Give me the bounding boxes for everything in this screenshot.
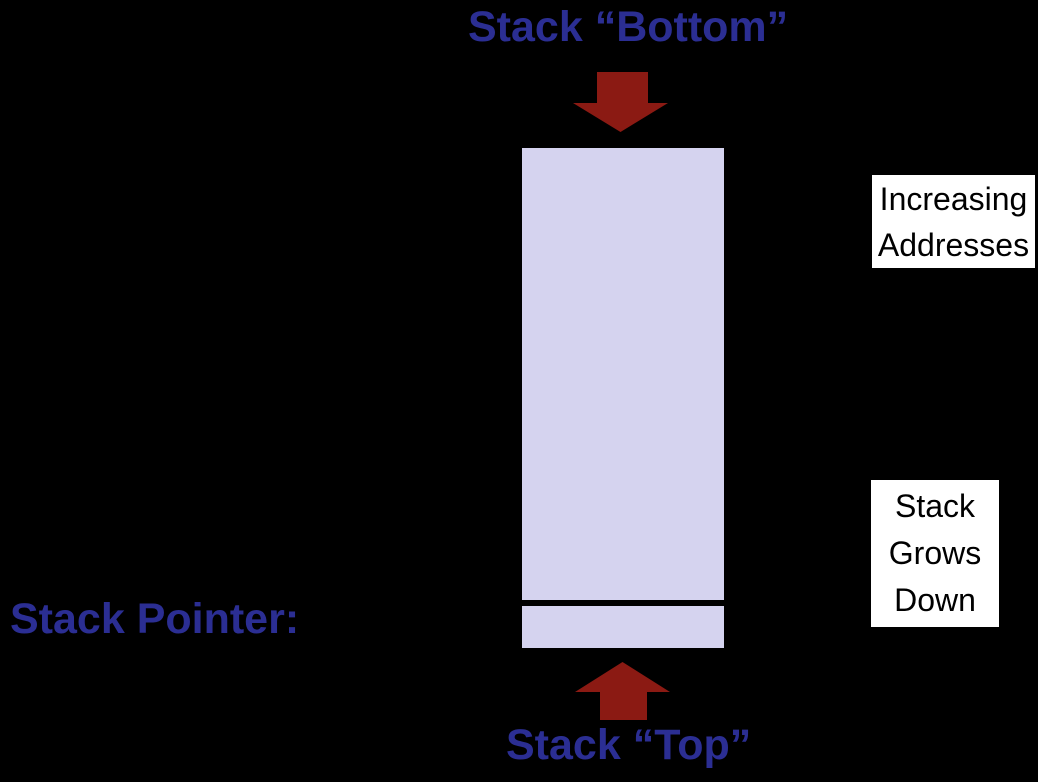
increasing-addresses-line2: Addresses — [877, 226, 1030, 263]
stack-memory-region — [522, 148, 724, 648]
stack-top-label: Stack “Top” — [506, 721, 752, 769]
up-arrow-icon — [575, 662, 670, 720]
stack-grows-line3: Down — [894, 582, 976, 618]
stack-grows-line1: Stack — [894, 488, 976, 524]
increasing-addresses-label: Increasing Addresses — [872, 175, 1035, 268]
stack-bottom-label: Stack “Bottom” — [468, 3, 789, 51]
increasing-addresses-line1: Increasing — [879, 180, 1028, 217]
stack-grows-line2: Grows — [888, 535, 982, 571]
down-arrow-icon — [573, 72, 668, 132]
stack-top-divider-line — [522, 600, 724, 606]
stack-pointer-label: Stack Pointer: — [10, 595, 300, 643]
stack-grows-down-label: Stack Grows Down — [871, 480, 999, 627]
